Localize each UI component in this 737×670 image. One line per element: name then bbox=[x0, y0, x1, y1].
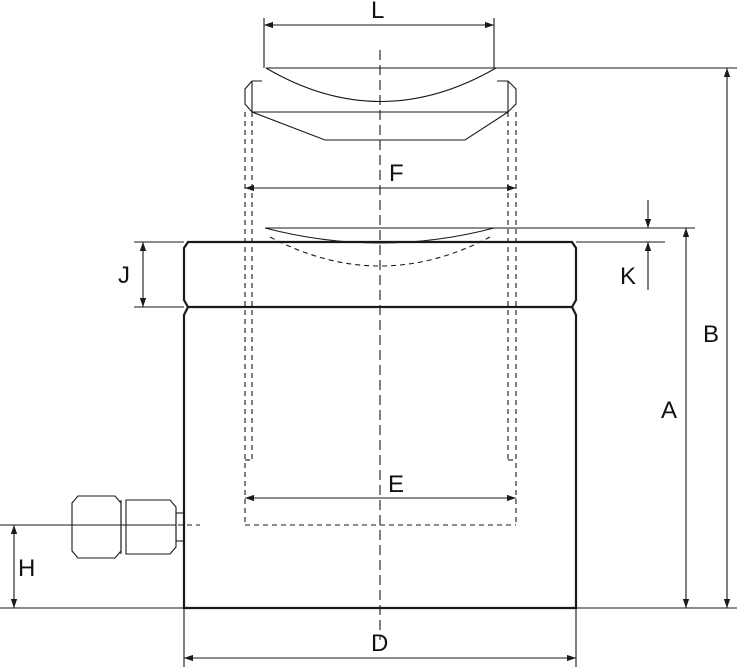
saddle-retracted bbox=[264, 227, 495, 267]
cylinder-body bbox=[182, 240, 578, 610]
label-h: H bbox=[18, 555, 35, 582]
plunger-extended bbox=[244, 67, 517, 141]
coupler-fitting bbox=[71, 495, 185, 559]
hidden-ram-lines bbox=[178, 112, 517, 526]
dim-e: E bbox=[245, 471, 516, 502]
dim-k: K bbox=[494, 200, 665, 290]
label-b: B bbox=[703, 321, 719, 348]
dim-l: L bbox=[263, 0, 495, 68]
label-a: A bbox=[661, 397, 677, 424]
dim-d: D bbox=[183, 608, 577, 667]
label-k: K bbox=[620, 263, 636, 290]
label-j: J bbox=[118, 262, 130, 289]
label-l: L bbox=[371, 0, 384, 24]
label-f: F bbox=[389, 160, 404, 187]
dim-h: H bbox=[0, 524, 184, 609]
label-e: E bbox=[388, 471, 404, 498]
dim-j: J bbox=[118, 241, 184, 308]
label-d: D bbox=[371, 630, 388, 657]
dim-a: A bbox=[576, 227, 737, 609]
dim-f: F bbox=[245, 160, 516, 192]
dim-b: B bbox=[496, 67, 737, 608]
